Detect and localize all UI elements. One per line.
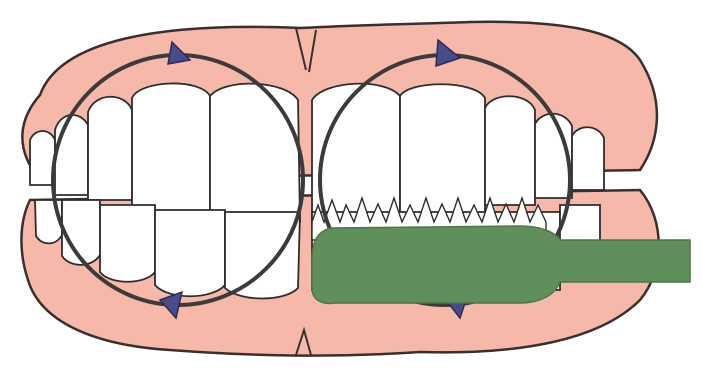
upper-tooth: [55, 115, 88, 195]
lower-tooth: [100, 205, 155, 282]
upper-tooth: [88, 97, 132, 200]
upper-tooth: [132, 83, 210, 215]
upper-tooth: [210, 84, 300, 222]
lower-tooth: [62, 200, 100, 265]
upper-tooth: [400, 84, 485, 218]
upper-tooth: [572, 127, 604, 190]
upper-tooth: [312, 84, 400, 222]
lower-tooth: [155, 210, 225, 296]
lower-tooth: [35, 200, 62, 243]
lower-tooth: [225, 212, 300, 299]
upper-tooth: [485, 96, 535, 205]
